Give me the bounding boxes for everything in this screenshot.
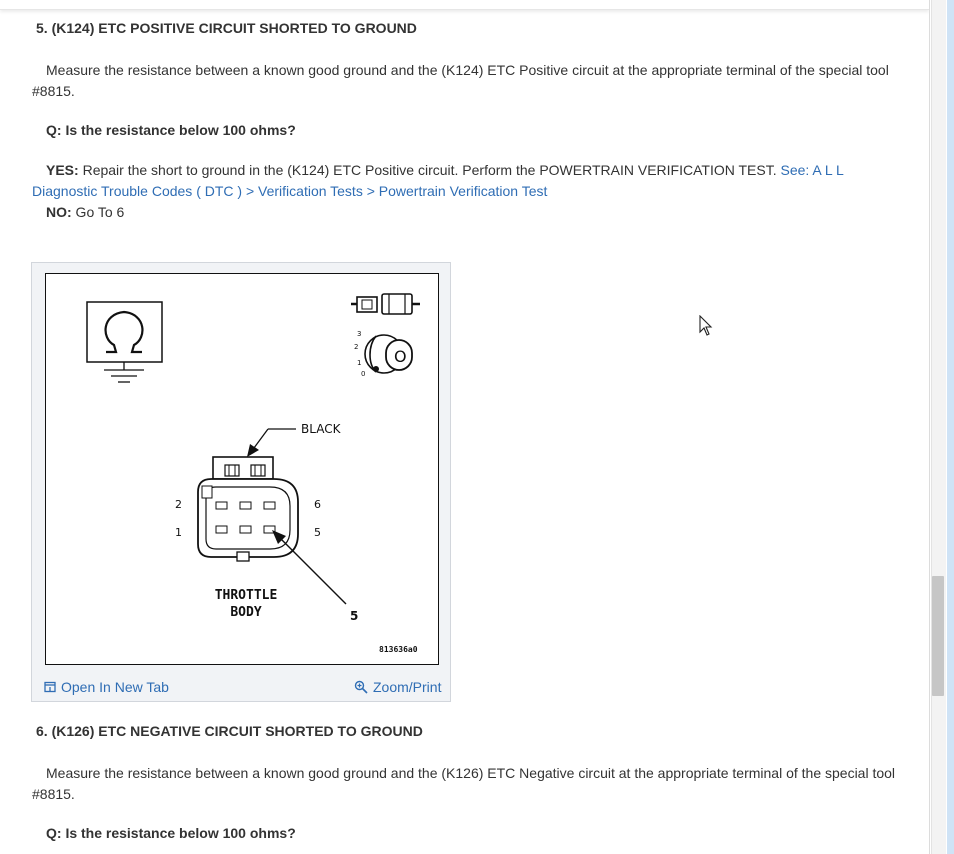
connector-diagram: O 3 2 1 0 BLACK [45,273,439,665]
step-5-measure-text: Measure the resistance between a known g… [32,60,912,101]
black-label: BLACK [301,422,342,436]
dial-3: 3 [357,330,361,338]
zoom-icon [354,680,368,694]
throttle-body-connector [197,456,299,562]
connector-diagram-svg: O 3 2 1 0 BLACK [86,293,420,654]
yes-label: YES: [46,162,79,178]
step-6-question: Q: Is the resistance below 100 ohms? [32,823,912,844]
pin-5-label: 5 [314,526,321,539]
no-text: Go To 6 [71,204,125,220]
dial-0: 0 [361,370,365,378]
step-6-measure-text: Measure the resistance between a known g… [32,763,912,804]
yes-text: Repair the short to ground in the (K124)… [78,162,781,178]
no-label: NO: [46,204,72,220]
ignition-key-icon: O 3 2 1 0 [354,330,413,378]
key-o-label: O [394,347,407,366]
dial-2: 2 [354,343,358,351]
throttle-label: THROTTLE [215,588,278,603]
step-5-answers: YES: Repair the short to ground in the (… [32,160,912,201]
content-edge [929,0,930,854]
zoom-print-link[interactable]: Zoom/Print [354,679,441,695]
step-5-title: 5. (K124) ETC POSITIVE CIRCUIT SHORTED T… [36,20,417,36]
scrollbar-track[interactable] [931,0,946,854]
pin-6-label: 6 [314,498,321,511]
ohmmeter-icon [86,301,163,383]
zoom-print-label: Zoom/Print [373,679,442,695]
pin-1-label: 1 [175,526,182,539]
top-panel-edge [0,0,929,10]
step-5-measure: Measure the resistance between a known g… [32,62,889,99]
step-6-measure: Measure the resistance between a known g… [32,765,896,802]
connector-disconnect-icon [351,293,420,315]
callout-5: 5 [350,609,358,623]
scrollbar-thumb[interactable] [932,576,944,696]
question-label-6: Q: Is the resistance below 100 ohms? [46,825,296,841]
step-5-question: Q: Is the resistance below 100 ohms? [32,120,912,141]
mouse-cursor-icon [699,315,713,336]
figure-code: 813636a0 [379,645,418,654]
open-in-new-tab-link[interactable]: Open In New Tab [44,679,169,695]
dial-1: 1 [357,359,361,367]
verification-test-link[interactable]: See: A L L Diagnostic Trouble Codes ( DT… [32,162,844,199]
pin-2-label: 2 [175,498,182,511]
question-label: Q: Is the resistance below 100 ohms? [46,122,296,138]
new-tab-icon [44,681,56,693]
step-6-title: 6. (K126) ETC NEGATIVE CIRCUIT SHORTED T… [36,723,423,739]
body-label: BODY [230,605,261,620]
open-in-new-tab-label: Open In New Tab [61,679,169,695]
figure-footer: Open In New Tab Zoom/Print [32,673,450,701]
diagram-figure: O 3 2 1 0 BLACK [31,262,451,702]
outer-scrollbar[interactable] [947,0,954,854]
step-5-no: NO: Go To 6 [32,202,912,223]
